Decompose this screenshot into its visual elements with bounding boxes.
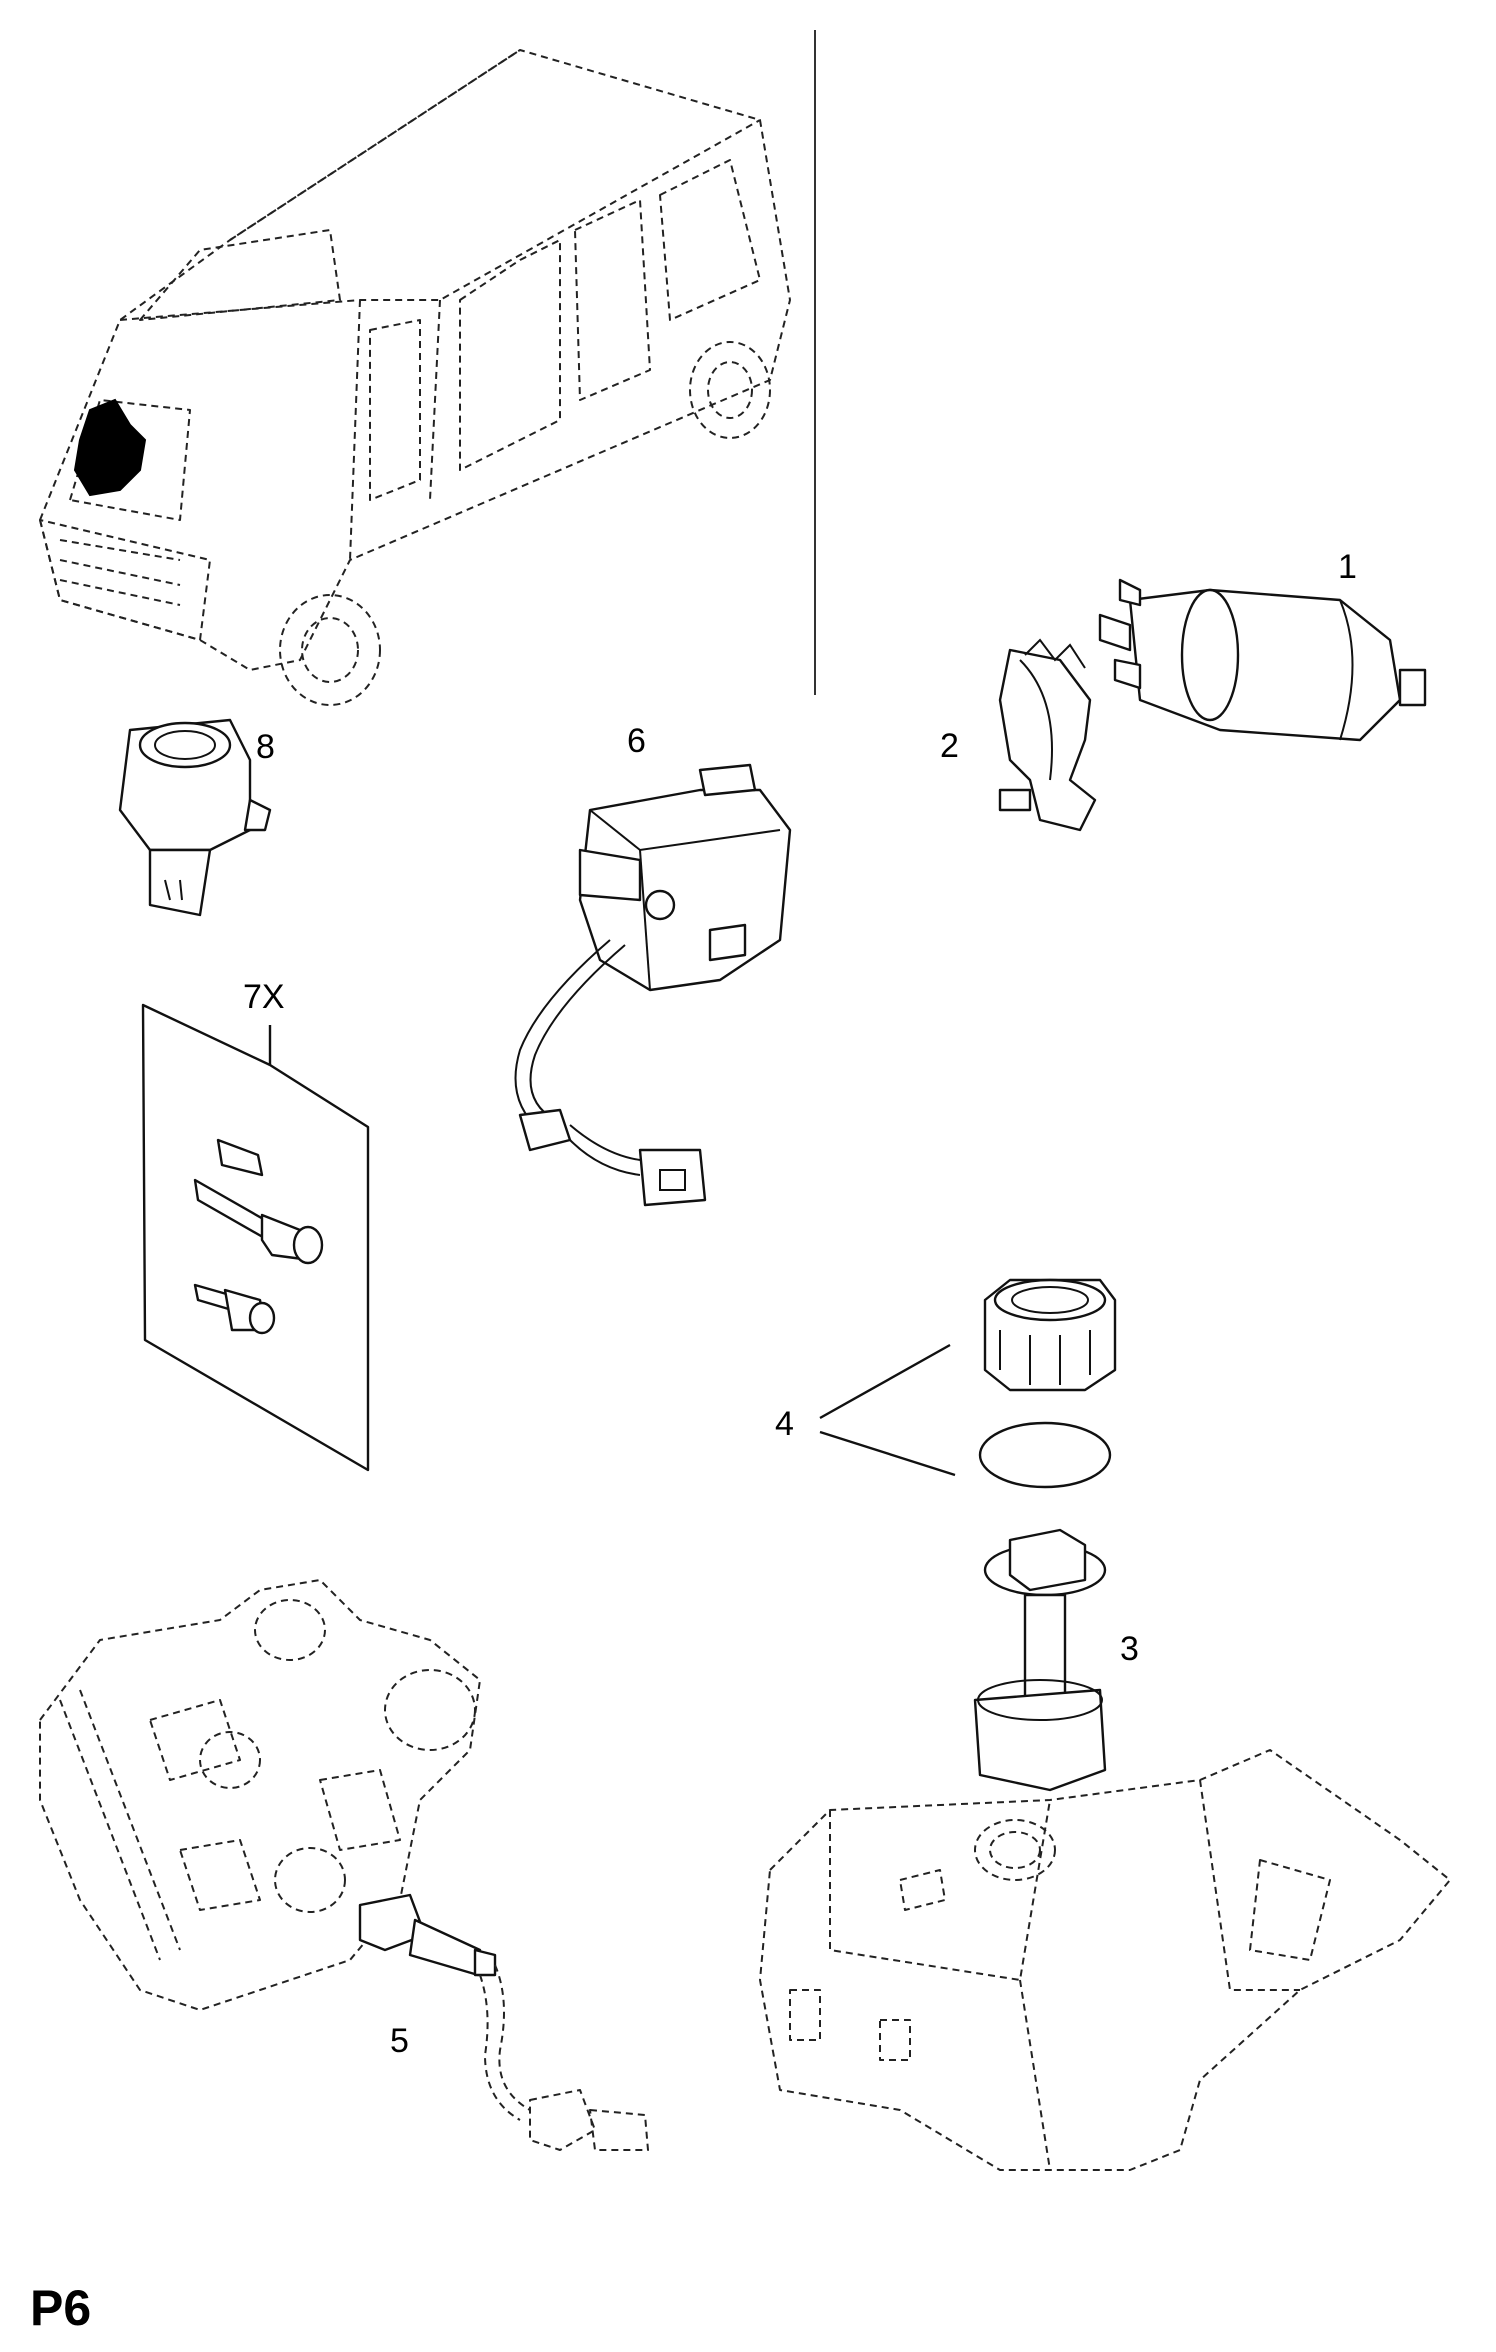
fuel-tank: [759, 1749, 1451, 2171]
callout-3-label: 3: [1120, 1630, 1139, 1668]
callout-1: 1: [1338, 548, 1357, 586]
callout-5-label: 5: [390, 2022, 409, 2060]
part-4-ring-and-seal: [819, 1278, 1117, 1489]
engine-block: [39, 1579, 481, 2011]
highlighted-part: [73, 398, 147, 497]
callout-6-label: 6: [627, 722, 646, 760]
part-5-sensor: [358, 1893, 649, 2151]
callout-6: 6: [627, 722, 646, 760]
callout-7x-label: 7X: [243, 978, 285, 1016]
callout-3: 3: [1120, 1630, 1139, 1668]
callout-1-label: 1: [1338, 548, 1357, 586]
seal-ring: [978, 1421, 1112, 1489]
part-2-clamp: [998, 638, 1097, 832]
page-code: P6: [30, 2280, 91, 2336]
part-6-actuator: [514, 763, 792, 1207]
callout-7x: 7X: [243, 978, 285, 1016]
callout-2: 2: [940, 727, 959, 765]
callout-2-label: 2: [940, 727, 959, 765]
callout-4-label: 4: [775, 1405, 794, 1443]
callout-8-label: 8: [256, 728, 275, 766]
callout-8: 8: [256, 728, 275, 766]
part-8-sensor: [118, 718, 272, 917]
part-3-level-sender: [973, 1528, 1107, 1792]
part-1-fuel-filter: [1098, 578, 1427, 742]
callout-5: 5: [390, 2022, 409, 2060]
part-7x-fastener-kit: [141, 1003, 370, 1472]
callout-4: 4: [775, 1405, 794, 1443]
van-overview: [39, 49, 791, 706]
